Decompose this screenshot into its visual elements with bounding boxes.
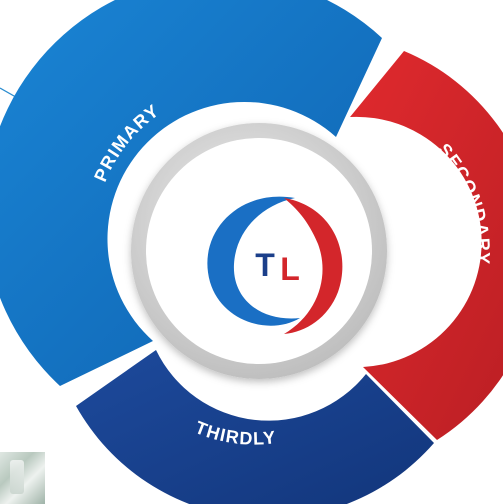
segment-primary bbox=[0, 0, 382, 386]
logo-blue-swirl bbox=[207, 196, 300, 326]
logo-inner-circle bbox=[245, 230, 311, 296]
logo-red-swirl bbox=[284, 198, 343, 334]
segment-secondary bbox=[350, 51, 503, 440]
tl-logo: T L bbox=[207, 196, 343, 334]
thumbnail-image bbox=[0, 452, 45, 504]
logo-letter-l: L bbox=[280, 251, 300, 287]
logo-letter-t: T bbox=[255, 247, 275, 283]
segment-thirdly bbox=[76, 350, 434, 504]
